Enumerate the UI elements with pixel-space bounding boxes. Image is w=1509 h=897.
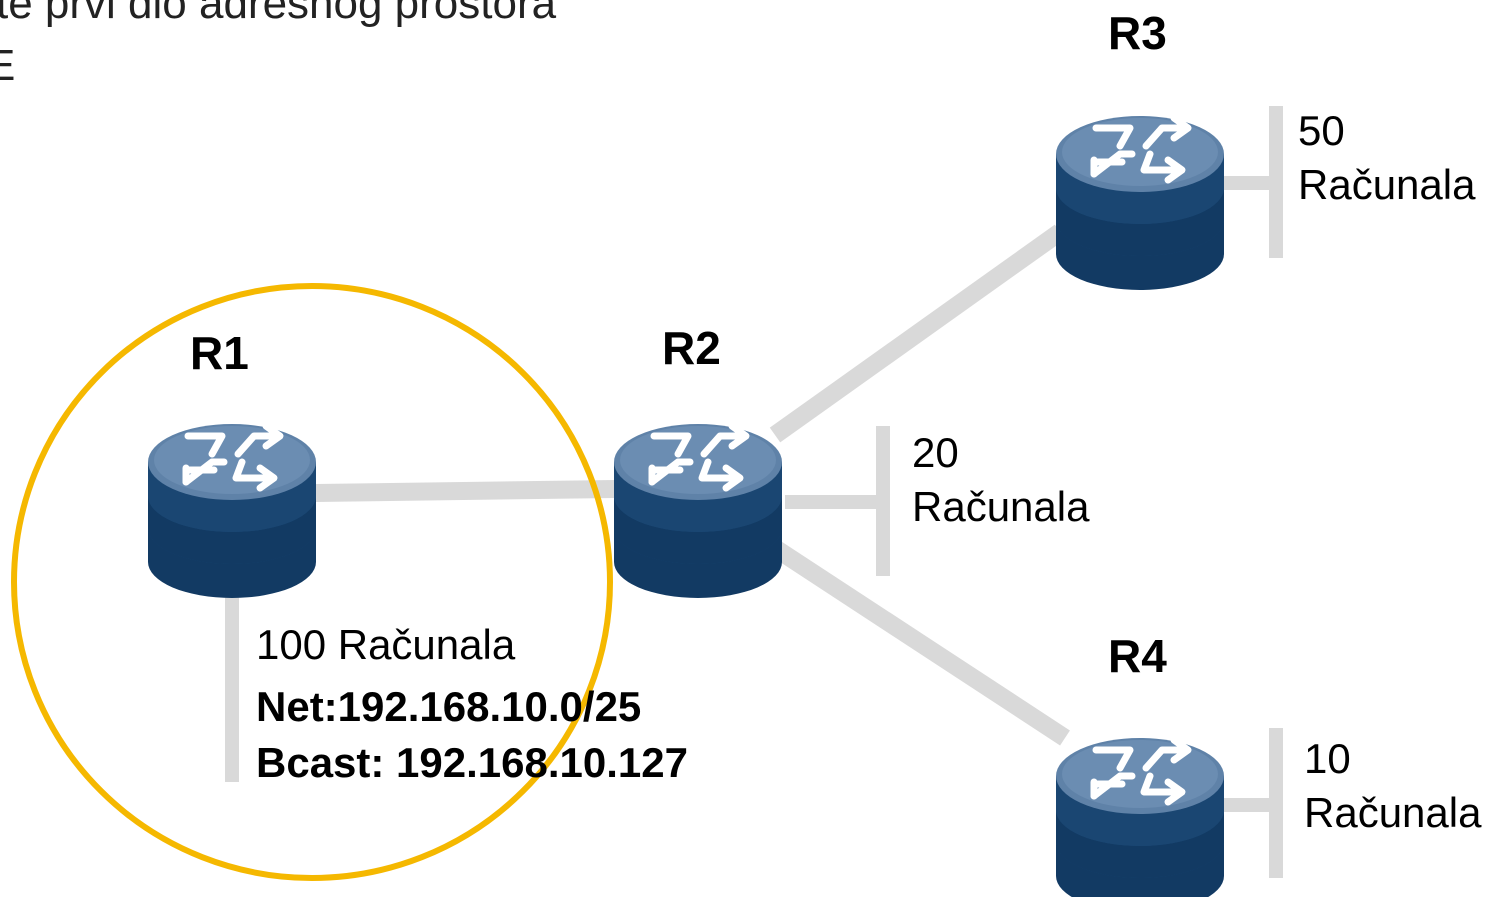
lan-r1-network-address: Net:192.168.10.0/25 [256,683,642,730]
router-r3-icon [1056,116,1224,290]
router-label-r1: R1 [190,327,249,379]
slide-title-fragment-line2: E [0,41,16,90]
slide-title-fragment: te prvi dio adresnog prostora [0,0,557,28]
highlight-circle [11,283,613,881]
router-r4-icon [1056,738,1224,897]
router-r2-icon [614,424,782,598]
lan-r3-host-count: 50 [1298,107,1345,154]
router-r1-icon [148,424,316,598]
lan-r4-host-label: Računala [1304,789,1482,836]
link-r2-r4 [770,540,1070,746]
router-label-r2: R2 [662,322,721,374]
router-label-r4: R4 [1108,630,1167,682]
router-label-r3: R3 [1108,7,1167,59]
lan-r4-host-count: 10 [1304,735,1351,782]
lan-r2-host-count: 20 [912,429,959,476]
lan-r1-broadcast-address: Bcast: 192.168.10.127 [256,739,688,786]
link-r1-r2 [315,480,616,502]
lan-r1-hosts: 100 Računala [256,621,516,668]
lan-r2-host-label: Računala [912,483,1090,530]
lan-r3-host-label: Računala [1298,161,1476,208]
link-r2-r3 [769,224,1066,443]
